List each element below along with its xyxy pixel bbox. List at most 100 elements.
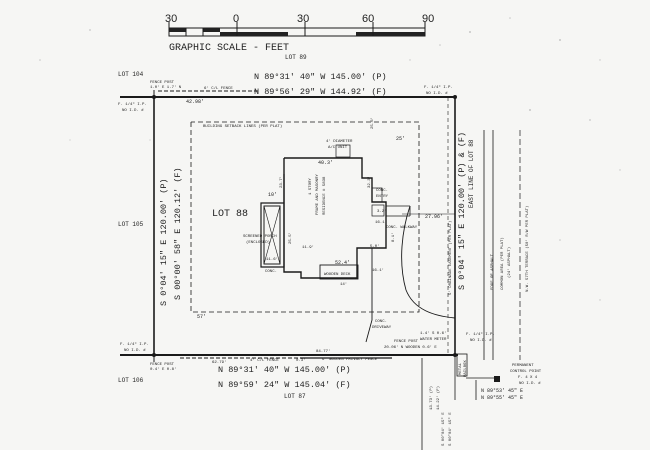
north-bearing-plat: N 89°31' 40" W 145.00' (P) <box>254 72 387 82</box>
east-bearing: S 0°04' 15" E 120.00' (P) & (F) <box>457 132 467 290</box>
north-west-distance: 42.98' <box>186 99 204 105</box>
west-bearing-plat: S 0°04' 15" E 120.00' (P) <box>159 178 169 306</box>
porch-label-1: SCREENED PORCH <box>243 235 277 239</box>
driveway: CONC. DRIVEWAY <box>365 205 456 343</box>
house-label-2: FRAME AND MASONRY <box>316 174 320 215</box>
scan-noise <box>39 17 621 301</box>
north-bearing-field: N 89°56' 29" W 144.92' (F) <box>254 87 387 97</box>
south-east-dist-1: 13.73' (P) <box>429 386 434 410</box>
edge-of-asphalt: EDGE OF ASPHALT <box>491 253 495 290</box>
fence-post-nw: FENCE POST <box>150 81 175 85</box>
privacy-fence-dim: 84.77' <box>316 349 330 354</box>
drainage-easement: 5' DRAINAGE EASEMENT (PER PLAT) <box>448 221 453 295</box>
lot-88-label: LOT 88 <box>212 209 248 220</box>
house-label-1: 1 STORY <box>309 178 313 195</box>
control-label-2: CONTROL POINT <box>510 370 542 374</box>
mailbox-2: MAILBOX <box>464 360 468 377</box>
graphic-scale: 30 0 30 60 90 GRAPHIC SCALE - FEET <box>165 13 434 54</box>
south-dist-west: 62.79' <box>212 360 226 365</box>
scale-caption: GRAPHIC SCALE - FEET <box>169 43 289 54</box>
scale-tick-0: 0 <box>233 13 239 25</box>
conc-walkway: CONC. WALKWAY <box>386 226 418 230</box>
conc-entry-2: ENTRY <box>376 195 389 199</box>
control-label-4: NO I.D. # <box>519 382 541 386</box>
south-offset: 0.3' <box>296 358 306 363</box>
scale-tick-90: 90 <box>422 13 434 25</box>
house-dim-walk2: 8.1' <box>391 232 396 242</box>
house-dim-stoop: 5.0' <box>370 244 380 249</box>
setback-label: BUILDING SETBACK LINES (PER PLAT) <box>203 124 282 129</box>
fence-post-nw-offset: 1.0' E 1.7' N <box>150 85 182 90</box>
lot-87-label: LOT 87 <box>284 393 306 400</box>
house-label-3: RESIDENCE # 5838 <box>323 176 327 215</box>
iron-pipe-sw: F. 1/4" I.P. <box>120 342 149 347</box>
house-dim-bottom: 52.4' <box>335 260 350 266</box>
house-dim-side: 32.3' <box>367 176 372 188</box>
driveway-label-2: DRIVEWAY <box>372 326 392 330</box>
control-bearing-1: N 89°53' 45" E <box>481 388 523 394</box>
driveway-label-1: CONC. <box>375 320 387 324</box>
iron-pipe-sw-id: NO I.D. # <box>124 349 146 353</box>
iron-pipe-se: F. 1/4" I.P. <box>466 332 495 337</box>
mailbox-1: METAL <box>459 362 463 375</box>
control-bearing-3: S 00°04' 15" E <box>441 412 446 446</box>
east-line-label: EAST LINE OF LOT 88 <box>468 139 475 208</box>
porch-dim-width: 10' <box>268 192 277 198</box>
control-bearing-2: N 89°55' 45" E <box>481 395 523 401</box>
scale-tick-30: 30 <box>297 13 309 25</box>
street-terrace: N.W. 57TH TERRACE (50' R/W PER PLAT) <box>525 206 530 292</box>
conc-pad: CONC. <box>265 270 277 274</box>
east-dist-top2: 25' <box>396 136 405 142</box>
east-dist-top: 25.6' <box>370 117 375 129</box>
water-meter-2: WATER METER <box>420 338 447 342</box>
house-dim-top: 40.3' <box>318 160 333 166</box>
lot-89-label: LOT 89 <box>285 54 307 61</box>
lot-106-label: LOT 106 <box>118 377 144 384</box>
iron-pipe-nw-id: NO I.D. # <box>122 109 144 113</box>
control-point: PERMANENT CONTROL POINT F. 4 X 4 NO I.D.… <box>441 364 542 446</box>
south-bearing-plat: N 89°31' 40" W 145.00' (P) <box>218 365 351 375</box>
deck-dim: 14' <box>340 282 347 287</box>
east-dist-mid: 27.96' <box>425 214 443 220</box>
street: EDGE OF ASPHALT COMMON AREA (PER PLAT) (… <box>447 97 530 360</box>
cl-fence-north: 6' C/L FENCE <box>204 86 233 91</box>
fence-post-sw: FENCE POST <box>150 363 175 367</box>
ac-unit-label-2: A/C UNIT <box>328 145 348 150</box>
ac-unit-label-1: 4' DIAMETER <box>326 139 353 144</box>
south-bearing-field: N 89°59' 24" W 145.04' (F) <box>218 380 351 390</box>
iron-pipe-se-id: NO I.D. # <box>470 339 492 343</box>
north-line: FENCE POST 1.0' E 1.7' N 6' C/L FENCE N … <box>118 72 453 113</box>
south-west-distance: 57' <box>197 314 206 320</box>
house-footprint: 1 STORY FRAME AND MASONRY RESIDENCE # 58… <box>243 139 418 287</box>
water-meter-1: 1.4' S 0.6' <box>420 331 446 336</box>
cl-fence-south: 4' C/L FENCE <box>250 358 279 363</box>
porch-label-2: (ENCLOSED) <box>246 240 270 245</box>
house-dim-right: 16.1' <box>372 268 384 273</box>
building-setback: BUILDING SETBACK LINES (PER PLAT) <box>190 121 420 313</box>
control-label-1: PERMANENT <box>512 364 534 368</box>
house-dim-walk: 16.1' <box>375 220 387 225</box>
common-area-2: (24' ASPHALT) <box>507 247 512 278</box>
iron-pipe-ne-id: NO I.D. # <box>426 92 448 96</box>
iron-pipe-nw: F. 1/4" I.P. <box>118 102 147 107</box>
house-dim-conc: 3.2' <box>377 209 387 214</box>
fence-post-se: FENCE POST <box>394 340 419 344</box>
south-line: F. 1/4" I.P. NO I.D. # FENCE POST 0.4' E… <box>120 95 495 450</box>
control-label-3: F. 4 X 4 <box>518 376 538 380</box>
west-bearing-field: S 00°00' 58" E 120.12' (F) <box>173 167 183 300</box>
deck-label: WOODEN DECK <box>324 273 351 277</box>
iron-pipe-ne: F. 1/4" I.P. <box>424 85 453 90</box>
lot-105-label: LOT 105 <box>118 221 144 228</box>
fence-post-se-offset: 20.06' N WOODEN 0.6' E <box>384 345 437 350</box>
lot-104-label: LOT 104 <box>118 71 144 78</box>
scale-tick-60: 60 <box>362 13 374 25</box>
fence-post-sw-offset: 0.4' E 0.8' <box>150 367 176 372</box>
house-dim-west: 25.5' <box>288 232 293 244</box>
control-bearing-4: S 00°04' 15" E <box>448 412 453 446</box>
house-dim-inner: 11.9' <box>302 245 314 250</box>
conc-entry-1: CONC. <box>376 189 388 193</box>
house-dim-left: 23.7' <box>279 176 284 188</box>
privacy-fence-label: 6' WOODEN PRIVACY FENCE <box>322 357 378 362</box>
